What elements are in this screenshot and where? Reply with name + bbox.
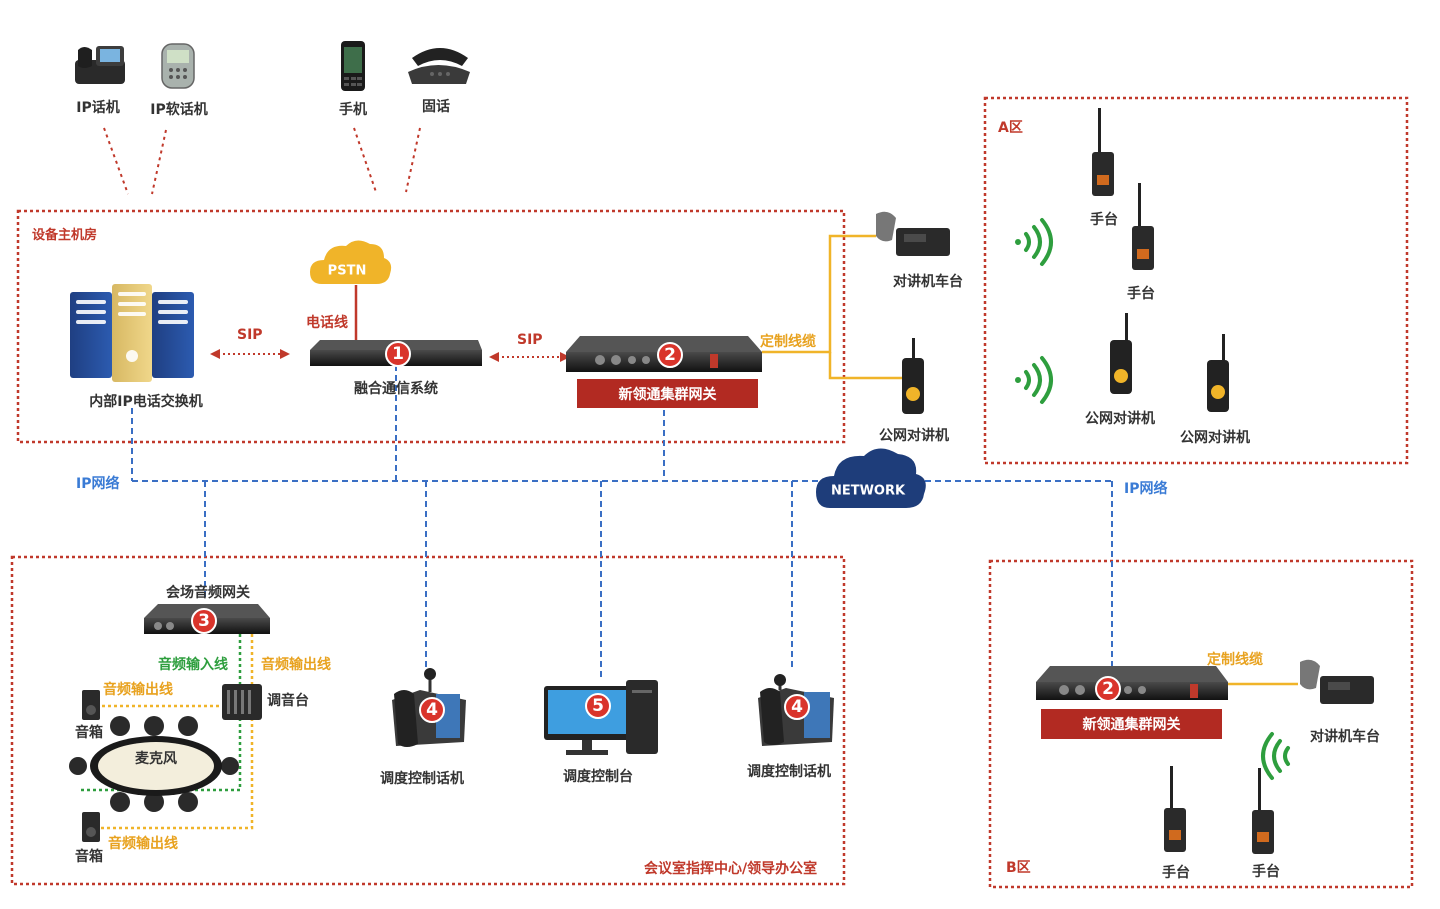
label-ip-phone: IP话机 <box>76 100 120 116</box>
zone-label-b: B区 <box>1006 860 1031 876</box>
zone-a-public-radio-1-icon <box>1110 313 1132 394</box>
label-phone-line: 电话线 <box>306 315 348 331</box>
label-zone-a-public-radio-2: 公网对讲机 <box>1180 430 1250 446</box>
zone-a-handheld-2-icon <box>1132 183 1154 270</box>
badge-dispatch-phone-1: 4 <box>419 697 445 723</box>
zone-b-handheld-2-icon <box>1252 768 1274 854</box>
signal-dot <box>1015 377 1021 383</box>
conference-table-icon <box>69 716 239 812</box>
label-microphone: 麦克风 <box>135 751 177 767</box>
ip-network-lines <box>131 365 1113 680</box>
pbx-server-icon <box>70 284 194 382</box>
label-zone-a-public-radio-1: 公网对讲机 <box>1085 411 1155 427</box>
zone-b-handheld-1-icon <box>1164 766 1186 852</box>
zone-label-meeting-room: 会议室指挥中心/领导办公室 <box>644 861 818 877</box>
top-device-links <box>103 127 421 195</box>
label-audio-in: 音频输入线 <box>158 657 228 673</box>
gateway-banner: 新领通集群网关 <box>577 379 758 408</box>
label-pstn: PSTN <box>327 263 367 279</box>
public-radio-icon <box>902 338 924 414</box>
zone-b <box>988 559 1414 889</box>
mobile-icon <box>341 41 365 91</box>
label-zone-a-handheld-2: 手台 <box>1127 286 1155 302</box>
badge-gateway: 2 <box>657 342 683 368</box>
label-ip-network-left: IP网络 <box>76 476 120 492</box>
label-landline: 固话 <box>422 99 450 115</box>
mixer-icon <box>222 684 262 720</box>
label-sip-left: SIP <box>237 327 263 343</box>
pstn-cloud-icon <box>310 240 392 284</box>
zone-b-signal-icon <box>1261 732 1290 780</box>
label-pbx: 内部IP电话交换机 <box>89 394 203 410</box>
label-fusion-system: 融合通信系统 <box>354 381 438 397</box>
zone-equipment-room <box>16 209 846 444</box>
badge-zone-b-gateway: 2 <box>1095 676 1121 702</box>
signal-dot <box>1015 239 1021 245</box>
zone-b-gateway-icon <box>1036 666 1228 700</box>
label-speaker-bottom: 音箱 <box>75 849 103 865</box>
zone-b-vehicle-radio-icon <box>1300 659 1374 704</box>
label-zone-a-handheld-1: 手台 <box>1090 212 1118 228</box>
speaker-top-icon <box>82 690 100 720</box>
label-mobile: 手机 <box>339 102 367 118</box>
zone-meeting-room <box>10 555 846 886</box>
label-audio-out-bottom: 音频输出线 <box>108 836 178 852</box>
label-audio-out-right: 音频输出线 <box>261 657 331 673</box>
zone-label-a: A区 <box>998 120 1023 136</box>
label-public-radio: 公网对讲机 <box>879 428 949 444</box>
badge-dispatch-console: 5 <box>585 693 611 719</box>
network-cloud-icon <box>816 448 926 508</box>
label-custom-cable: 定制线缆 <box>760 334 816 350</box>
label-ip-network-right: IP网络 <box>1124 481 1168 497</box>
label-mixer: 调音台 <box>267 693 309 709</box>
custom-cable-to-vehicle <box>762 234 876 354</box>
zone-a-public-radio-2-icon <box>1207 334 1229 412</box>
label-dispatch-console: 调度控制台 <box>563 769 633 785</box>
ip-softphone-icon <box>161 43 195 89</box>
label-zone-b-vehicle-radio: 对讲机车台 <box>1310 729 1380 745</box>
sip-links <box>218 353 562 358</box>
sip-arrowheads <box>210 349 570 362</box>
label-zone-b-handheld-1: 手台 <box>1162 865 1190 881</box>
badge-dispatch-phone-2: 4 <box>784 694 810 720</box>
label-ip-softphone: IP软话机 <box>150 102 208 118</box>
label-dispatch-phone-2: 调度控制话机 <box>747 764 831 780</box>
ip-phone-icon <box>75 46 125 84</box>
label-network-cloud: NETWORK <box>830 483 906 499</box>
label-dispatch-phone-1: 调度控制话机 <box>380 771 464 787</box>
badge-audio-gateway: 3 <box>191 608 217 634</box>
badge-fusion-system: 1 <box>385 341 411 367</box>
zone-a-signal-icon <box>1024 218 1053 404</box>
zone-label-equipment-room: 设备主机房 <box>32 228 98 243</box>
custom-cable-to-public <box>828 352 902 380</box>
vehicle-radio-icon <box>876 211 950 256</box>
label-zone-b-handheld-2: 手台 <box>1252 864 1280 880</box>
label-audio-out-top: 音频输出线 <box>103 682 173 698</box>
zone-b-gateway-banner: 新领通集群网关 <box>1041 709 1222 739</box>
zone-a <box>983 96 1409 465</box>
label-sip-right: SIP <box>517 332 543 348</box>
label-speaker-top: 音箱 <box>75 725 103 741</box>
label-audio-gateway: 会场音频网关 <box>166 585 250 601</box>
speaker-bottom-icon <box>82 812 100 842</box>
landline-icon <box>408 48 470 84</box>
label-zone-b-custom-cable: 定制线缆 <box>1207 652 1263 668</box>
label-vehicle-radio: 对讲机车台 <box>893 274 963 290</box>
zone-a-handheld-1-icon <box>1092 108 1114 196</box>
